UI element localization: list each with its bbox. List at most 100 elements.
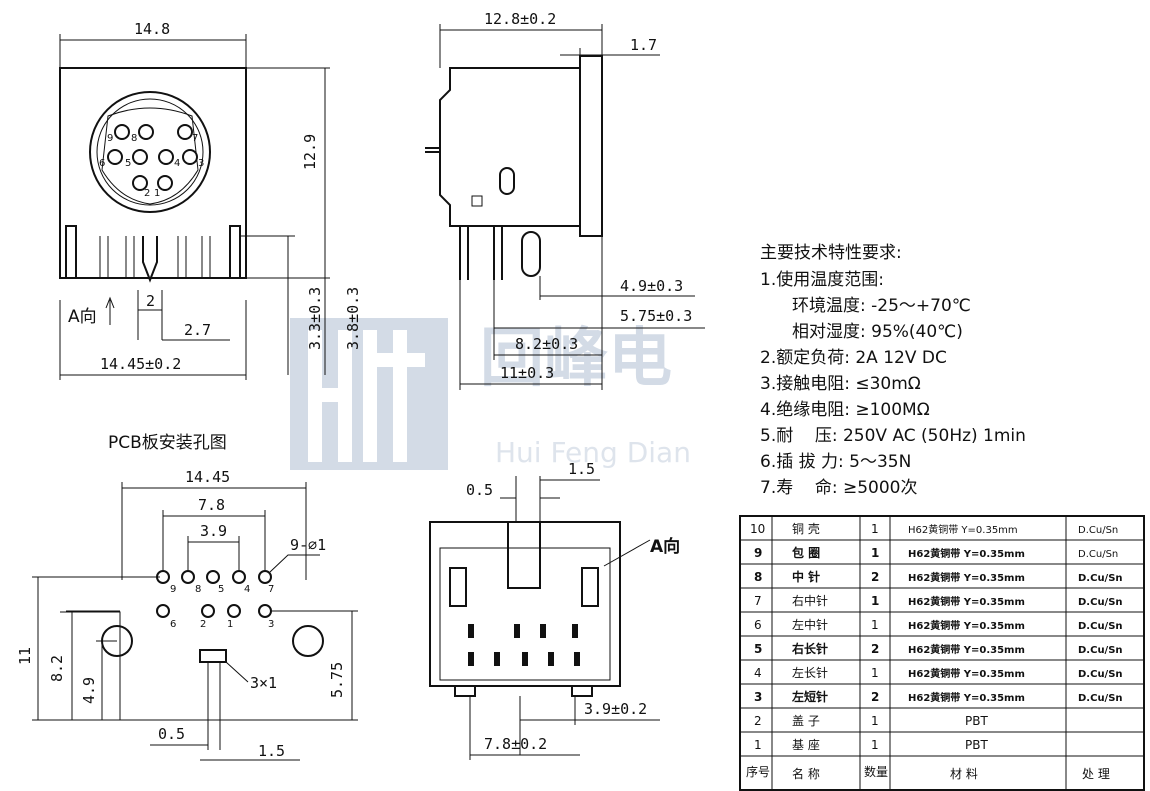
bottom-pin (548, 652, 554, 666)
dim-pcb-h3: 4.9 (80, 677, 98, 704)
dim-pcb-h4: 5.75 (328, 662, 346, 698)
dim-front-h1: 3.3±0.3 (306, 287, 324, 350)
bom-cell: 1 (871, 522, 879, 536)
front-pin-legs (99, 236, 211, 278)
side-hole (471, 195, 483, 207)
dim-line (150, 662, 300, 761)
pin-hole (138, 124, 154, 140)
bottom-pin (494, 652, 500, 666)
bom-cell: PBT (965, 738, 988, 752)
dim-line (439, 24, 603, 68)
spec-line: 6.插 拔 力: 5～35N (760, 452, 911, 472)
spec-line: 环境温度: -25～+70℃ (792, 296, 971, 316)
bottom-pin (514, 624, 520, 638)
dim-front-height: 12.9 (301, 134, 319, 170)
bom-cell: 1 (871, 618, 879, 632)
dim-line (459, 280, 602, 390)
spec-line: 7.寿 命: ≥5000次 (760, 478, 917, 498)
pin-label: 4 (174, 158, 180, 169)
bom-cell: D.Cu/Sn (1078, 549, 1118, 560)
spec-line: 5.耐 压: 250V AC (50Hz) 1min (760, 426, 1026, 446)
pin-hole (157, 175, 173, 191)
dim-line (500, 476, 600, 522)
dim-line (66, 610, 120, 720)
spec-line: 相对湿度: 95%(40℃) (792, 322, 963, 342)
dim-side-d4: 11±0.3 (500, 364, 554, 382)
bom-cell: 左中针 (792, 617, 828, 632)
pcb-pins (156, 570, 272, 618)
dim-pcb-w3: 3.9 (200, 522, 227, 540)
a-view-arrow (105, 296, 115, 325)
spec-line: 3.接触电阻: ≤30mΩ (760, 374, 921, 394)
pin-label: 2 (144, 188, 150, 199)
bom-cell: 2 (871, 642, 879, 656)
dim-line (137, 290, 230, 341)
bom-cell: 1 (871, 546, 879, 560)
side-body (439, 67, 581, 227)
bom-cell: PBT (965, 714, 988, 728)
pin-label: 7 (192, 133, 198, 144)
bom-row-lines (740, 539, 1144, 757)
front-center-post (142, 236, 158, 283)
bom-cell: H62黄铜带 Y=0.35mm (908, 667, 1025, 680)
bom-cell: 1 (871, 714, 879, 728)
side-view: 12.8±0.2 1.7 4.9±0.3 5.75±0.3 8.2±0.3 11… (425, 10, 705, 390)
dim-bottom-b2: 7.8±0.2 (484, 735, 547, 753)
dim-line (469, 696, 580, 760)
pcb-pin-hole (181, 570, 195, 584)
leader-line (225, 661, 249, 683)
dim-pcb-w1: 14.45 (185, 468, 230, 486)
pcb-pin-hole (156, 604, 170, 618)
side-flange (579, 55, 603, 237)
dim-line (240, 235, 326, 375)
bom-cell: 4 (754, 666, 762, 680)
pin-hole (132, 175, 148, 191)
dim-line (121, 482, 307, 580)
pin-hole (158, 149, 174, 165)
bom-cell: D.Cu/Sn (1078, 573, 1123, 584)
bottom-pin (540, 624, 546, 638)
pcb-outline (60, 611, 340, 721)
bottom-view: A向 1.5 0.5 3.9±0.2 7.8±0.2 (429, 460, 680, 760)
front-socket-key (101, 107, 199, 205)
dim-bottom-t1: 0.5 (466, 481, 493, 499)
dim-pcb-h2: 8.2 (48, 655, 66, 682)
mount-hole-right (292, 625, 324, 657)
pcb-pin-hole (258, 604, 272, 618)
front-socket-ring (89, 91, 211, 213)
leader-line (603, 539, 651, 567)
bom-header: 材 料 (950, 767, 978, 781)
bom-cell: 2 (871, 570, 879, 584)
bottom-pin (572, 624, 578, 638)
pin-label: 3 (198, 158, 204, 169)
bom-cell: 右长针 (791, 641, 828, 656)
bom-cell: 1 (871, 594, 879, 608)
dim-line (270, 610, 358, 721)
bom-header: 处 理 (1082, 767, 1110, 781)
dim-pcb-b2: 1.5 (258, 742, 285, 760)
bom-cell: 10 (750, 522, 765, 536)
bom-cell: 3 (754, 690, 762, 704)
bom-cell: H62黄铜带 Y=0.35mm (908, 691, 1025, 704)
side-tab (425, 147, 440, 153)
dim-line (96, 640, 117, 720)
bottom-slot-right (581, 567, 599, 607)
bottom-pin (468, 624, 474, 638)
pin-label: 8 (131, 133, 137, 144)
dim-bottom-b1: 3.9±0.2 (584, 700, 647, 718)
pcb-view: PCB板安装孔图 9 8 7 6 5 4 3 2 1 14.45 7.8 3. (16, 433, 358, 761)
bom-cell: 2 (871, 690, 879, 704)
dim-side-d3: 8.2±0.3 (515, 335, 578, 353)
bom-cell: 6 (754, 618, 762, 632)
bom-cell: 左短针 (791, 689, 828, 704)
side-slot (499, 167, 515, 195)
bom-cell: 中 针 (792, 569, 820, 584)
leader-line (269, 554, 320, 573)
dim-front-pin-offset: 2.7 (184, 321, 211, 339)
spec-line: 4.绝缘电阻: ≥100MΩ (760, 400, 930, 420)
spec-line: 2.额定负荷: 2A 12V DC (760, 348, 947, 368)
dim-line (519, 696, 660, 755)
spec-title: 主要技术特性要求: (760, 243, 902, 263)
bom-cell: 包 圈 (791, 545, 820, 560)
